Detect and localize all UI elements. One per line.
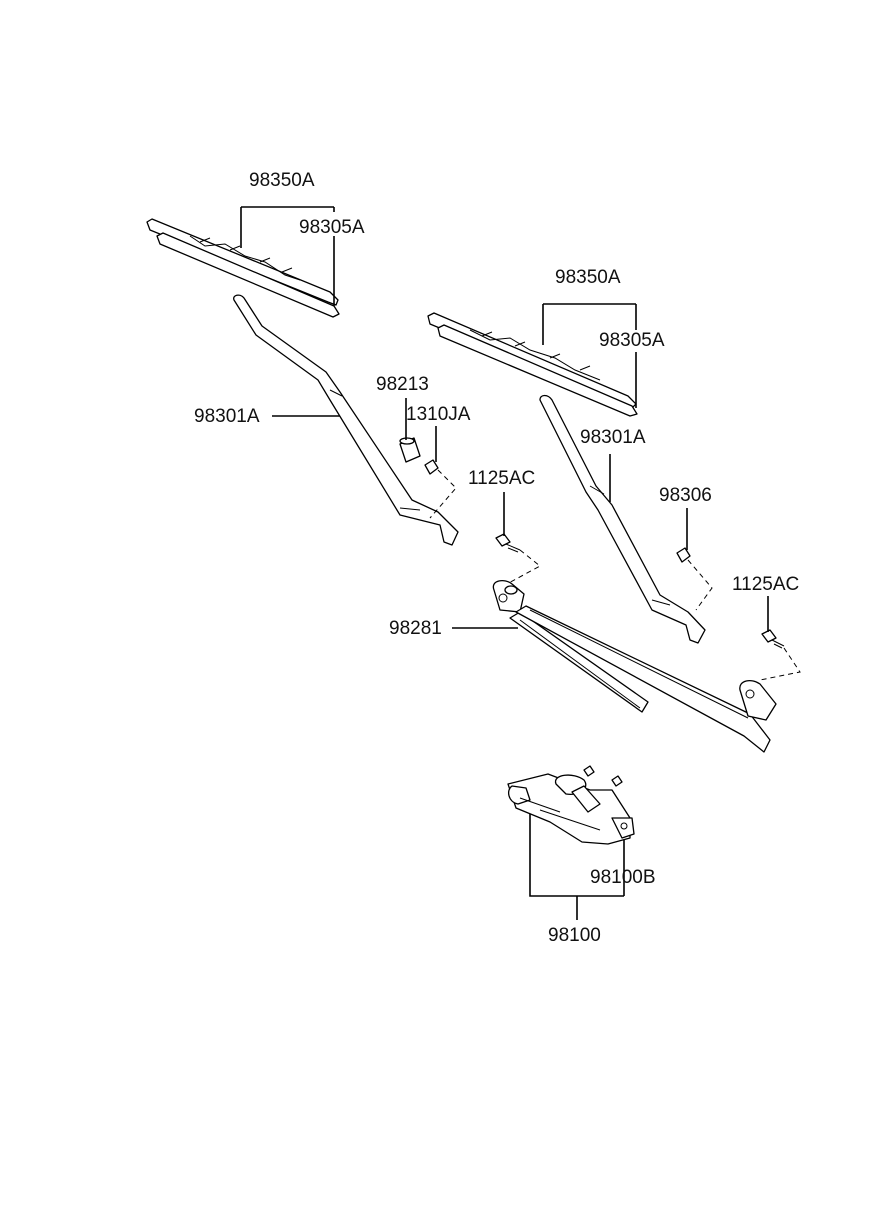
right-nut-guide bbox=[687, 559, 713, 611]
right-wiper-blade bbox=[427, 312, 638, 417]
leader-lines bbox=[240, 206, 769, 920]
label-linkage: 98281 bbox=[389, 618, 442, 639]
linkage-bolt-right-part bbox=[761, 629, 785, 649]
label-right-arm: 98301A bbox=[580, 427, 646, 448]
label-arm-cap: 98213 bbox=[376, 374, 429, 395]
label-motor-bracket: 98100B bbox=[590, 867, 656, 888]
right-arm-nut-part bbox=[676, 547, 691, 563]
label-linkage-bolt-left: 1125AC bbox=[468, 468, 535, 489]
label-left-blade-assy: 98350A bbox=[249, 170, 315, 191]
label-right-blade-refill: 98305A bbox=[599, 330, 665, 351]
linkage-bolt-left-part bbox=[495, 533, 521, 553]
left-bolt-guide bbox=[504, 549, 541, 586]
label-linkage-bolt-right: 1125AC bbox=[732, 574, 799, 595]
label-left-blade-refill: 98305A bbox=[299, 217, 365, 238]
right-bolt-guide bbox=[759, 647, 801, 681]
wiper-motor bbox=[507, 765, 635, 845]
label-right-blade-assy: 98350A bbox=[555, 267, 621, 288]
left-wiper-arm bbox=[233, 294, 459, 546]
arm-cap-part bbox=[399, 437, 421, 463]
left-wiper-blade bbox=[146, 218, 340, 318]
wiper-linkage bbox=[492, 579, 777, 753]
left-arm-nut-part bbox=[424, 459, 439, 475]
label-left-arm-nut: 1310JA bbox=[406, 404, 471, 425]
right-wiper-arm bbox=[539, 394, 706, 644]
label-motor-assy: 98100 bbox=[548, 925, 601, 946]
label-left-arm: 98301A bbox=[194, 406, 260, 427]
label-right-arm-nut: 98306 bbox=[659, 485, 712, 506]
